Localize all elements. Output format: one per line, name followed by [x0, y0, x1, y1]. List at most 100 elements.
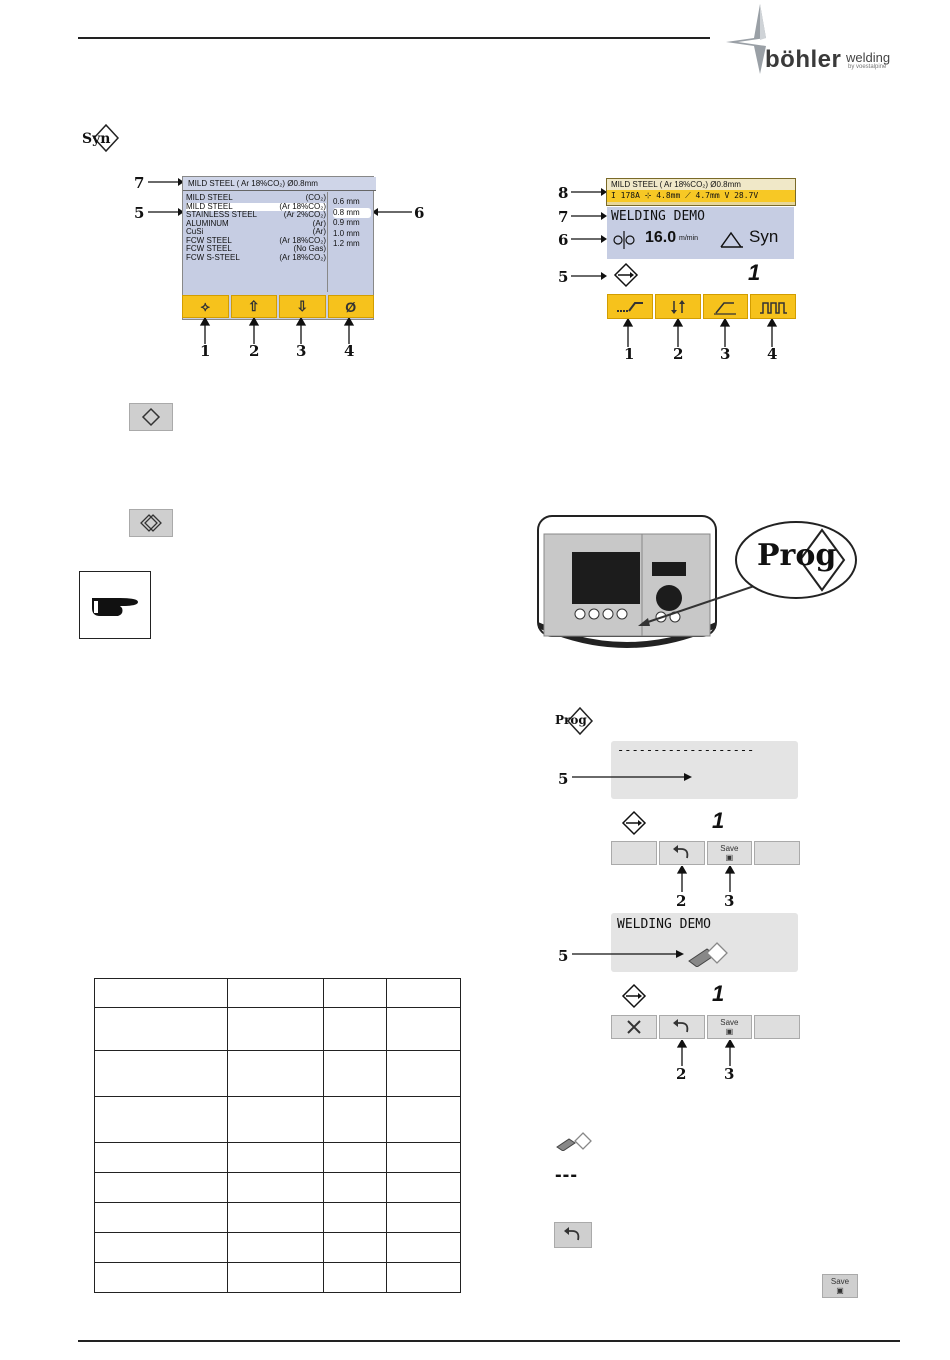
table-cell: [94, 1172, 228, 1203]
note-box: [79, 571, 151, 639]
save-softkey[interactable]: Save▣: [706, 841, 753, 865]
table-cell: [323, 978, 387, 1008]
callout-2: 2: [676, 892, 687, 910]
program-name: WELDING DEMO: [611, 209, 705, 224]
wire-diameter-list: 0.6 mm 0.8 mm 0.9 mm 1.0 mm 1.2 mm: [333, 197, 371, 250]
arrow-right-icon: [571, 212, 607, 220]
table-cell: [94, 1262, 228, 1293]
callout-3: 3: [724, 892, 735, 910]
list-item[interactable]: FCW S-STEEL(Ar 18%CO₂): [186, 252, 326, 262]
torch-icon: [616, 301, 643, 312]
screen3-softkeys: Save▣: [611, 841, 800, 865]
table-cell: [386, 1172, 461, 1203]
save-key-label: Save: [830, 1277, 850, 1286]
delete-softkey[interactable]: [611, 1015, 657, 1039]
table-cell: [386, 978, 461, 1008]
screen1-softkeys: ⟡ ⇧ ⇩ Ø: [182, 295, 374, 318]
control-panel-illustration: [537, 515, 717, 648]
confirm-softkey[interactable]: ⟡: [182, 295, 229, 318]
arrow-right-icon: [572, 950, 684, 958]
save-key-icon: Save▣: [822, 1274, 858, 1298]
table-cell: [386, 1142, 461, 1173]
wire-feed-icon: [613, 231, 635, 249]
callout-2: 2: [676, 1065, 687, 1083]
callout-8: 8: [558, 184, 569, 202]
pointing-hand-icon: [92, 598, 138, 616]
list-item[interactable]: MILD STEEL(CO₂): [186, 193, 326, 202]
list-item[interactable]: FCW STEEL(No Gas): [186, 244, 326, 253]
table-cell: [323, 1050, 387, 1097]
brand-logo-icon: [726, 4, 766, 74]
save-softkey[interactable]: Save▣: [706, 1015, 753, 1039]
trigger-softkey[interactable]: [702, 294, 749, 319]
data-table: [94, 978, 461, 1293]
table-cell: [323, 1142, 387, 1173]
up-arrows-icon: [622, 319, 778, 347]
wire-item[interactable]: 0.9 mm: [333, 218, 360, 227]
dashes-legend: ---: [555, 1164, 578, 1186]
up-down-arrows-icon: [670, 299, 685, 314]
blank-softkey[interactable]: [611, 841, 657, 865]
table-cell: [227, 1262, 324, 1293]
brand-name: böhler: [765, 46, 842, 73]
list-item[interactable]: FCW STEEL(Ar 18%CO₂): [186, 235, 326, 245]
undo-icon: [564, 1227, 580, 1241]
wire-item-selected[interactable]: 0.8 mm: [333, 207, 371, 218]
callout-2: 2: [673, 345, 684, 363]
list-item[interactable]: CuSi(Ar): [186, 227, 326, 236]
back-softkey[interactable]: [658, 841, 705, 865]
callout-5: 5: [558, 947, 569, 965]
prog-callout-label: Prog: [757, 538, 837, 573]
table-cell: [94, 1096, 228, 1143]
up-arrows-icon: [676, 1040, 736, 1066]
program-diamond-icon: [621, 810, 647, 836]
torch-softkey[interactable]: [607, 294, 653, 319]
diameter-softkey[interactable]: Ø: [327, 295, 374, 318]
table-cell: [227, 1142, 324, 1173]
table-cell: [386, 1050, 461, 1097]
blank-softkey[interactable]: [754, 841, 800, 865]
material-line: MILD STEEL ( Ar 18%CO₂) Ø0.8mm: [607, 179, 795, 190]
empty-program-display: -------------------: [611, 741, 798, 799]
saved-program-display: WELDING DEMO: [611, 913, 798, 972]
back-softkey[interactable]: [658, 1015, 705, 1039]
callout-4: 4: [344, 342, 355, 360]
program-name: WELDING DEMO: [617, 917, 711, 932]
prog-callout-bubble: [638, 521, 857, 626]
list-item-selected[interactable]: MILD STEEL(Ar 18%CO₂): [186, 201, 326, 211]
callout-5: 5: [558, 770, 569, 788]
table-cell: [94, 1142, 228, 1173]
arrow-right-icon: [571, 272, 607, 280]
up-arrows-icon: [676, 866, 736, 892]
up-softkey[interactable]: ⇧: [230, 295, 277, 318]
up-down-softkey[interactable]: [654, 294, 701, 319]
table-row: [94, 1202, 461, 1233]
program-number: 1: [712, 981, 725, 1006]
callout-5: 5: [558, 268, 569, 286]
down-softkey[interactable]: ⇩: [279, 295, 326, 318]
pulse-softkey[interactable]: [750, 294, 796, 319]
blank-softkey[interactable]: [754, 1015, 800, 1039]
wire-item[interactable]: 0.6 mm: [333, 197, 360, 206]
table-cell: [386, 1096, 461, 1143]
arrow-right-icon: [572, 773, 692, 781]
footer-rule: [78, 1340, 900, 1342]
table-row: [94, 978, 461, 1008]
table-cell: [227, 1050, 324, 1097]
callout-7: 7: [558, 208, 569, 226]
column-divider: [327, 192, 328, 292]
wire-item[interactable]: 1.2 mm: [333, 239, 360, 248]
table-cell: [227, 1202, 324, 1233]
up-arrows-icon: [199, 318, 355, 344]
list-item[interactable]: ALUMINUM(Ar): [186, 218, 326, 228]
callout-4: 4: [767, 345, 778, 363]
table-cell: [227, 1172, 324, 1203]
wire-item[interactable]: 1.0 mm: [333, 228, 360, 238]
table-cell: [323, 1172, 387, 1203]
table-cell: [94, 1232, 228, 1263]
confirm-key-icon: [129, 403, 173, 431]
list-item[interactable]: STAINLESS STEEL(Ar 2%CO₂): [186, 210, 326, 219]
arrow-right-icon: [148, 178, 184, 186]
table-cell: [94, 1007, 228, 1051]
arrow-left-icon: [372, 208, 412, 216]
